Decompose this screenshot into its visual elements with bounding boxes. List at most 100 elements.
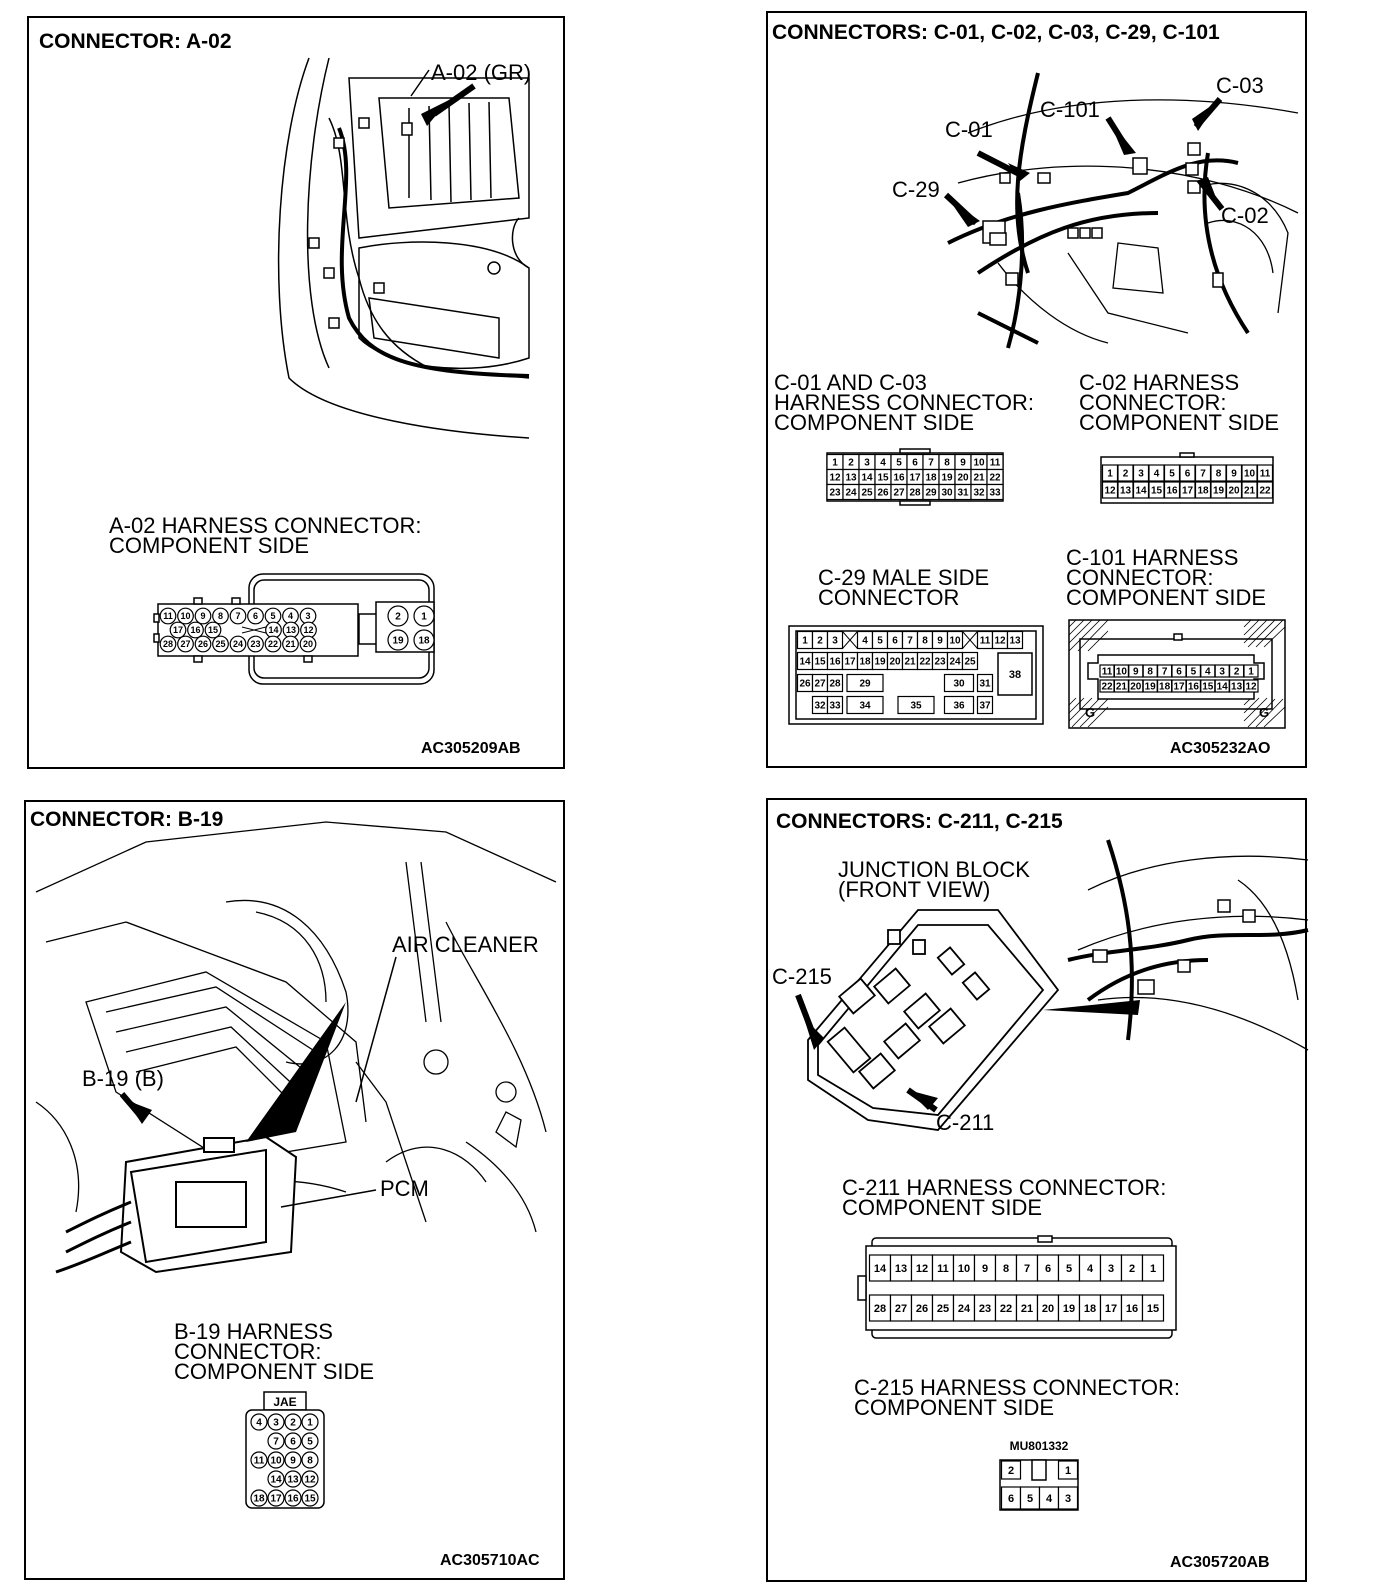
connector-pin: 4 bbox=[856, 630, 874, 650]
connector-pin: 9 bbox=[194, 607, 212, 625]
connector-pin: 6 bbox=[1179, 464, 1196, 482]
connector-pin: 28 bbox=[868, 1294, 892, 1322]
connector-pin: 22 bbox=[916, 651, 934, 671]
connector-pin: 18 bbox=[1078, 1294, 1102, 1322]
connector-pin: 20 bbox=[1036, 1294, 1060, 1322]
svg-text:5: 5 bbox=[270, 611, 275, 621]
ground-marker: G bbox=[1085, 705, 1095, 720]
connector-pin: 9 bbox=[931, 630, 949, 650]
svg-text:29: 29 bbox=[859, 679, 871, 690]
svg-text:22: 22 bbox=[919, 657, 931, 668]
svg-text:18: 18 bbox=[1197, 486, 1209, 497]
svg-text:8: 8 bbox=[1147, 667, 1153, 678]
air-cleaner-label: AIR CLEANER bbox=[392, 932, 539, 957]
connector-pin: 5 bbox=[1019, 1486, 1041, 1510]
svg-text:21: 21 bbox=[1116, 682, 1128, 693]
panel-b19-title: CONNECTOR: B-19 bbox=[30, 808, 224, 831]
b19-jae-label: JAE bbox=[273, 1395, 296, 1409]
connector-pin: 14 bbox=[868, 1254, 892, 1282]
svg-text:6: 6 bbox=[912, 458, 918, 469]
connector-pin: 19 bbox=[871, 651, 889, 671]
connector-pin: 33 bbox=[826, 695, 844, 715]
svg-text:10: 10 bbox=[958, 1263, 970, 1275]
connector-pin: 4 bbox=[1148, 464, 1165, 482]
svg-text:11: 11 bbox=[980, 636, 991, 647]
svg-text:5: 5 bbox=[1027, 1493, 1033, 1505]
connector-pin: 4 bbox=[250, 1413, 268, 1431]
connector-pin: 19 bbox=[938, 468, 956, 486]
svg-text:1: 1 bbox=[307, 1418, 313, 1429]
c101-callout: C-101 bbox=[1040, 97, 1100, 122]
connector-pin: 13 bbox=[842, 468, 860, 486]
connector-pin: 7 bbox=[901, 630, 919, 650]
svg-text:7: 7 bbox=[907, 636, 913, 647]
connector-pin: 10 bbox=[1241, 464, 1258, 482]
svg-text:4: 4 bbox=[288, 611, 293, 621]
connector-pin: 2 bbox=[1117, 464, 1134, 482]
connector-pin: 25 bbox=[931, 1294, 955, 1322]
panel-c211: CONNECTORS: C-211, C-215 JUNCTION BLOCK … bbox=[766, 798, 1309, 1582]
a02-callout-label: A-02 (GR) bbox=[431, 60, 532, 85]
connector-pin: 1 bbox=[1141, 1254, 1165, 1282]
svg-text:10: 10 bbox=[973, 458, 985, 469]
svg-text:8: 8 bbox=[1003, 1263, 1009, 1275]
svg-text:6: 6 bbox=[290, 1437, 296, 1448]
connector-pin: 5 bbox=[871, 630, 889, 650]
svg-text:28: 28 bbox=[829, 679, 841, 690]
svg-text:19: 19 bbox=[1213, 486, 1225, 497]
svg-text:17: 17 bbox=[1182, 486, 1194, 497]
connector-pin: 15 bbox=[301, 1489, 319, 1507]
connector-pin: 30 bbox=[938, 483, 956, 501]
c215-callout: C-215 bbox=[772, 964, 832, 989]
connector-pin: 26 bbox=[194, 635, 212, 653]
connector-pin: 7 bbox=[267, 1432, 285, 1450]
svg-text:1: 1 bbox=[802, 636, 808, 647]
connector-pin: 17 bbox=[1171, 679, 1187, 693]
connector-pin: 20 bbox=[1225, 481, 1243, 499]
connector-pin: 16 bbox=[826, 651, 844, 671]
svg-text:21: 21 bbox=[973, 473, 985, 484]
connector-pin: 27 bbox=[177, 635, 194, 653]
connector-pin: 3 bbox=[267, 1413, 285, 1431]
connector-pin: 14 bbox=[1214, 679, 1230, 693]
connector-pin: 1 bbox=[826, 453, 844, 471]
connector-pin: 24 bbox=[229, 635, 247, 653]
connector-pin: 4 bbox=[1038, 1486, 1060, 1510]
connector-pin: 1 bbox=[1057, 1460, 1079, 1480]
svg-text:3: 3 bbox=[832, 636, 838, 647]
connector-pin: 25 bbox=[961, 651, 979, 671]
svg-text:2: 2 bbox=[1234, 667, 1240, 678]
svg-text:6: 6 bbox=[1185, 469, 1191, 480]
svg-text:36: 36 bbox=[953, 701, 965, 712]
svg-text:10: 10 bbox=[1116, 667, 1128, 678]
svg-text:14: 14 bbox=[270, 1475, 282, 1486]
panel-c01-title: CONNECTORS: C-01, C-02, C-03, C-29, C-10… bbox=[772, 21, 1220, 44]
connector-pin: 22 bbox=[1256, 481, 1274, 499]
connector-pin: 23 bbox=[931, 651, 949, 671]
connector-pin: 13 bbox=[1006, 630, 1024, 650]
a02-connector-label: A-02 HARNESS CONNECTOR: COMPONENT SIDE bbox=[109, 513, 422, 558]
svg-text:6: 6 bbox=[892, 636, 898, 647]
connector-pin: 21 bbox=[901, 651, 919, 671]
b19-connector-label: B-19 HARNESS CONNECTOR: COMPONENT SIDE bbox=[174, 1319, 375, 1384]
connector-pin: 28 bbox=[159, 635, 177, 653]
svg-text:5: 5 bbox=[1169, 469, 1175, 480]
b19-figure-code: AC305710AC bbox=[440, 1552, 540, 1569]
svg-text:11: 11 bbox=[937, 1263, 949, 1275]
connector-pin: 3 bbox=[299, 607, 317, 625]
svg-text:2: 2 bbox=[848, 458, 854, 469]
svg-text:31: 31 bbox=[957, 488, 969, 499]
svg-text:14: 14 bbox=[799, 657, 811, 668]
svg-text:2: 2 bbox=[395, 612, 401, 623]
connector-pin: 21 bbox=[1113, 679, 1130, 693]
svg-text:2: 2 bbox=[1008, 1465, 1014, 1477]
connector-pin: 10 bbox=[177, 607, 194, 625]
connector-pin: 18 bbox=[1156, 679, 1173, 693]
c01-c03-connector-label: C-01 AND C-03 HARNESS CONNECTOR: COMPONE… bbox=[774, 370, 1034, 435]
svg-text:8: 8 bbox=[922, 636, 928, 647]
svg-text:8: 8 bbox=[218, 611, 223, 621]
svg-text:3: 3 bbox=[1138, 469, 1144, 480]
svg-text:10: 10 bbox=[949, 636, 961, 647]
svg-text:9: 9 bbox=[960, 458, 966, 469]
